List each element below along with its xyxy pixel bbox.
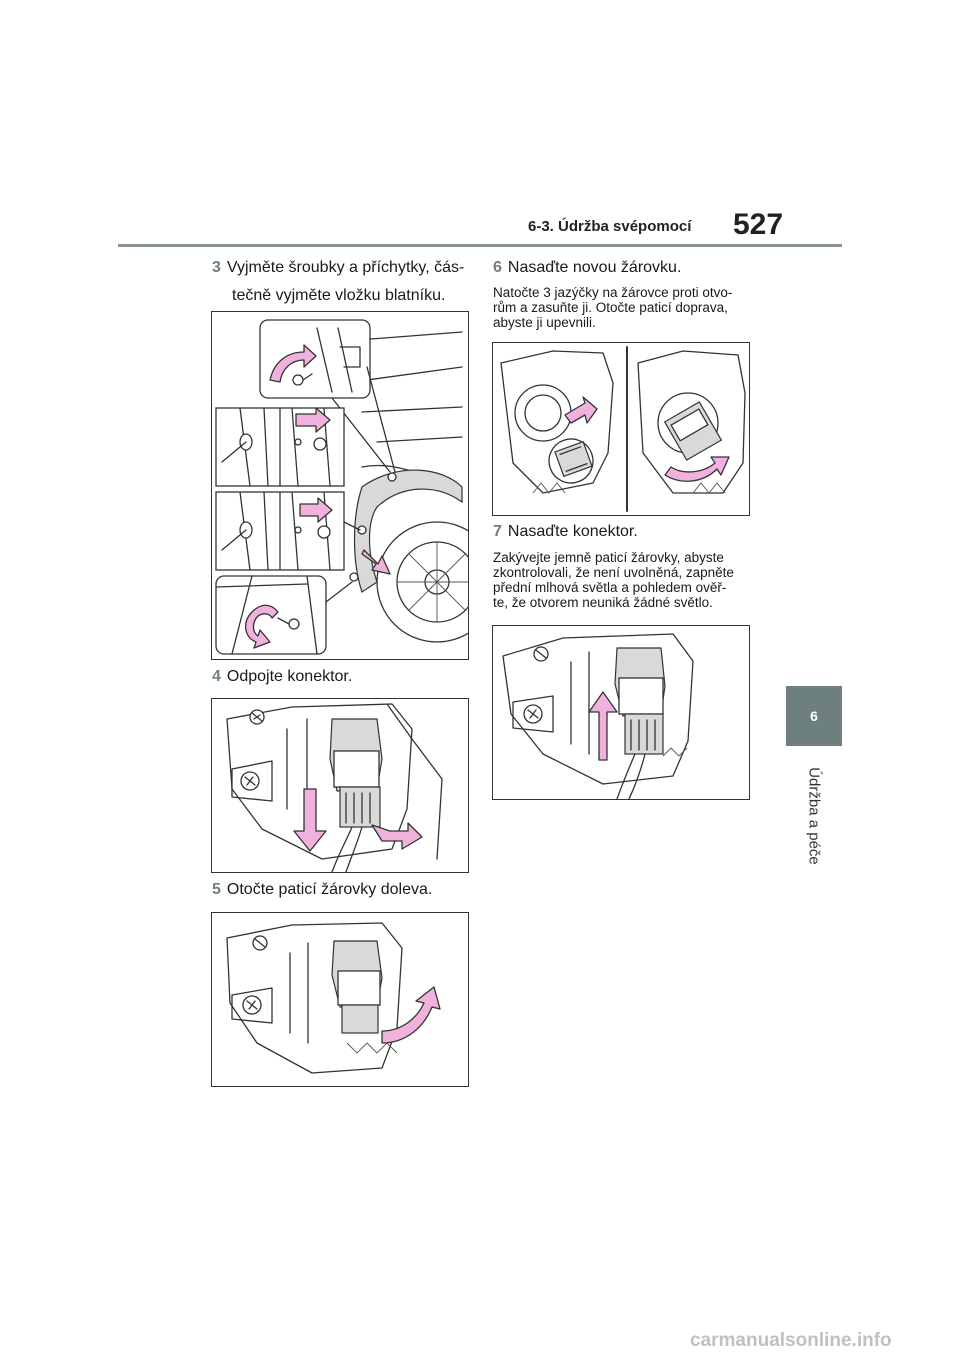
- chapter-label: Údržba a péče: [805, 767, 823, 865]
- step-5: 5 Otočte paticí žárovky doleva.: [212, 876, 432, 904]
- step-text-line: tečně vyjměte vložku blatníku.: [232, 287, 446, 304]
- step-6-note: Natočte 3 jazýčky na žárovce proti otvo-…: [493, 285, 732, 330]
- note-line: přední mlhová světla a pohledem ověř-: [493, 580, 727, 595]
- step-text-line: Otočte paticí žárovky doleva.: [226, 881, 433, 898]
- note-line: te, že otvorem neuniká žádné světlo.: [493, 595, 713, 610]
- figure-turn-socket-left: [211, 912, 469, 1087]
- step-text-line: Odpojte konektor.: [226, 668, 353, 685]
- header-divider: [118, 244, 842, 247]
- note-line: rům a zasuňte ji. Otočte paticí doprava,: [493, 300, 728, 315]
- step-number: 6: [493, 259, 502, 276]
- step-4: 4 Odpojte konektor.: [212, 663, 352, 691]
- figure-disconnect-connector: [211, 698, 469, 873]
- step-number: 7: [493, 523, 502, 540]
- watermark: carmanualsonline.info: [690, 1330, 892, 1351]
- note-line: Zakývejte jemně paticí žárovky, abyste: [493, 550, 724, 565]
- note-line: Natočte 3 jazýčky na žárovce proti otvo-: [493, 285, 733, 300]
- figure-connect-connector: [492, 625, 750, 800]
- note-line: zkontrolovali, že není uvolněná, zapněte: [493, 565, 734, 580]
- step-7: 7 Nasaďte konektor.: [493, 518, 638, 546]
- step-6: 6 Nasaďte novou žárovku.: [493, 254, 681, 282]
- step-text-line: Vyjměte šroubky a příchytky, čás-: [226, 259, 465, 276]
- note-line: abyste ji upevnili.: [493, 315, 596, 330]
- step-7-note: Zakývejte jemně paticí žárovky, abyste z…: [493, 550, 734, 610]
- figure-install-bulb: [492, 342, 750, 516]
- step-number: 5: [212, 881, 221, 898]
- page-number: 527: [733, 208, 784, 241]
- step-number: 4: [212, 668, 221, 685]
- figure-fender-liner: [211, 311, 469, 660]
- step-3: 3 Vyjměte šroubky a příchytky, čás- tečně…: [212, 254, 464, 310]
- step-text-line: Nasaďte novou žárovku.: [507, 259, 682, 276]
- step-number: 3: [212, 259, 221, 276]
- step-text-line: Nasaďte konektor.: [507, 523, 638, 540]
- section-title: 6-3. Údržba svépomocí: [528, 218, 692, 235]
- chapter-tab: 6: [786, 686, 842, 746]
